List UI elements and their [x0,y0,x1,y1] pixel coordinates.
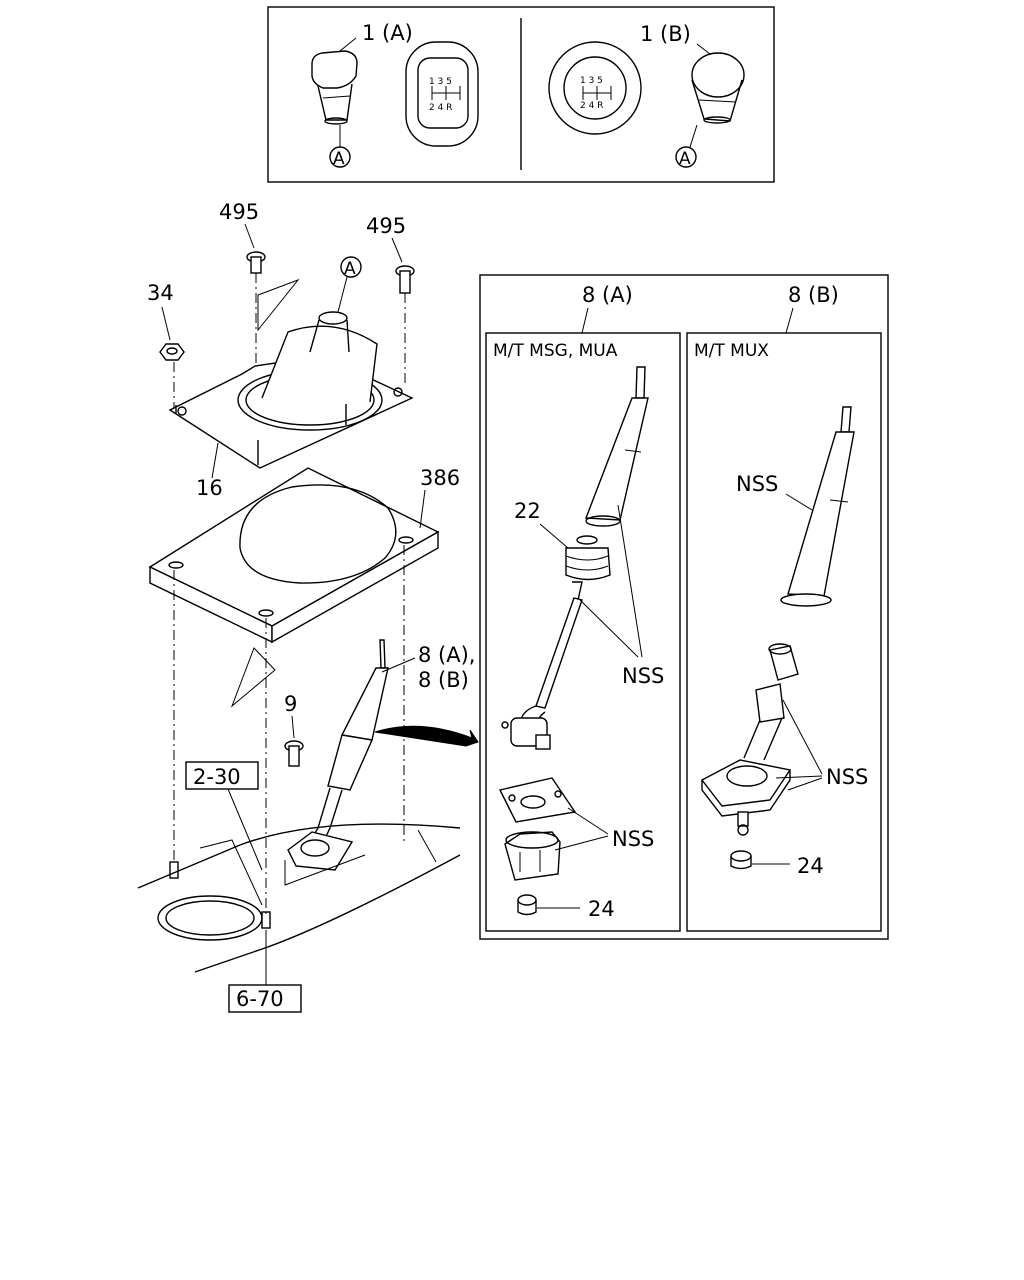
bolt-495-right: 495 [366,214,415,385]
ref-6-70-label: 6-70 [236,987,284,1011]
nss-b-lower: NSS [826,765,868,789]
ref-a-label-2: A [679,149,691,169]
callout-1a: 1 (A) [362,21,413,45]
callout-386: 386 [420,466,460,490]
boot-bracket-16: 16 [168,311,414,500]
nut-34: 34 [147,281,185,412]
lever-detail-box: 8 (A) 8 (B) M/T MSG, MUA 22 [479,274,889,940]
shift-knob-1a: A 1 (A) [311,21,413,169]
console-assembly: 495 495 34 A [137,200,479,1013]
knob-top-view-a: 1 3 5 2 4 R [405,41,479,147]
nss-b-upper: NSS [736,472,778,496]
ref-box-2-30: 2-30 [185,761,263,871]
callout-24-b: 24 [797,854,824,878]
shift-knob-1b: A 1 (B) [640,22,745,169]
variant-b-label: M/T MUX [694,341,769,361]
callout-24-a: 24 [588,897,615,921]
nss-a-upper: NSS [622,664,664,688]
detail-title-8b: 8 (B) [788,283,839,307]
callout-16: 16 [196,476,223,500]
callout-1b: 1 (B) [640,22,691,46]
gear-pattern-bottom-a: 2 4 R [429,103,452,113]
ref-circle-a [675,146,697,168]
callout-8a: 8 (A), [418,643,475,667]
gear-pattern-bottom-b: 2 4 R [580,101,603,111]
floor-panel [137,823,461,973]
ref-a-label-3: A [344,259,356,279]
callout-34: 34 [147,281,174,305]
callout-495-right: 495 [366,214,406,238]
callout-22: 22 [514,499,541,523]
nss-a-lower: NSS [612,827,654,851]
variant-a-label: M/T MSG, MUA [493,341,618,361]
ref-box-6-70: 6-70 [228,930,302,1013]
detail-title-8a: 8 (A) [582,283,633,307]
boot-22: 22 [514,499,611,581]
variant-a-panel: M/T MSG, MUA 22 [485,332,681,932]
shift-lever-8: 8 (A), 8 (B) [287,639,475,871]
ref-circle-a [329,146,351,168]
variant-b-panel: M/T MUX NSS NSS [686,332,882,932]
callout-8b: 8 (B) [418,668,469,692]
console-panel-386: 386 [148,466,460,644]
gear-pattern-top-b: 1 3 5 [580,76,603,86]
ref-2-30-label: 2-30 [193,765,241,789]
knob-top-view-b: 1 3 5 2 4 R [548,41,642,135]
callout-495-left: 495 [219,200,259,224]
callout-9: 9 [284,692,297,716]
bolt-9: 9 [284,692,304,767]
knob-variants-box: A 1 (A) 1 3 5 2 4 R 1 3 5 2 4 R [267,6,775,183]
bolt-495-left: 495 [219,200,266,368]
ref-a-label-1: A [333,149,345,169]
detail-arrow [374,725,479,747]
gear-pattern-top-a: 1 3 5 [429,77,452,87]
